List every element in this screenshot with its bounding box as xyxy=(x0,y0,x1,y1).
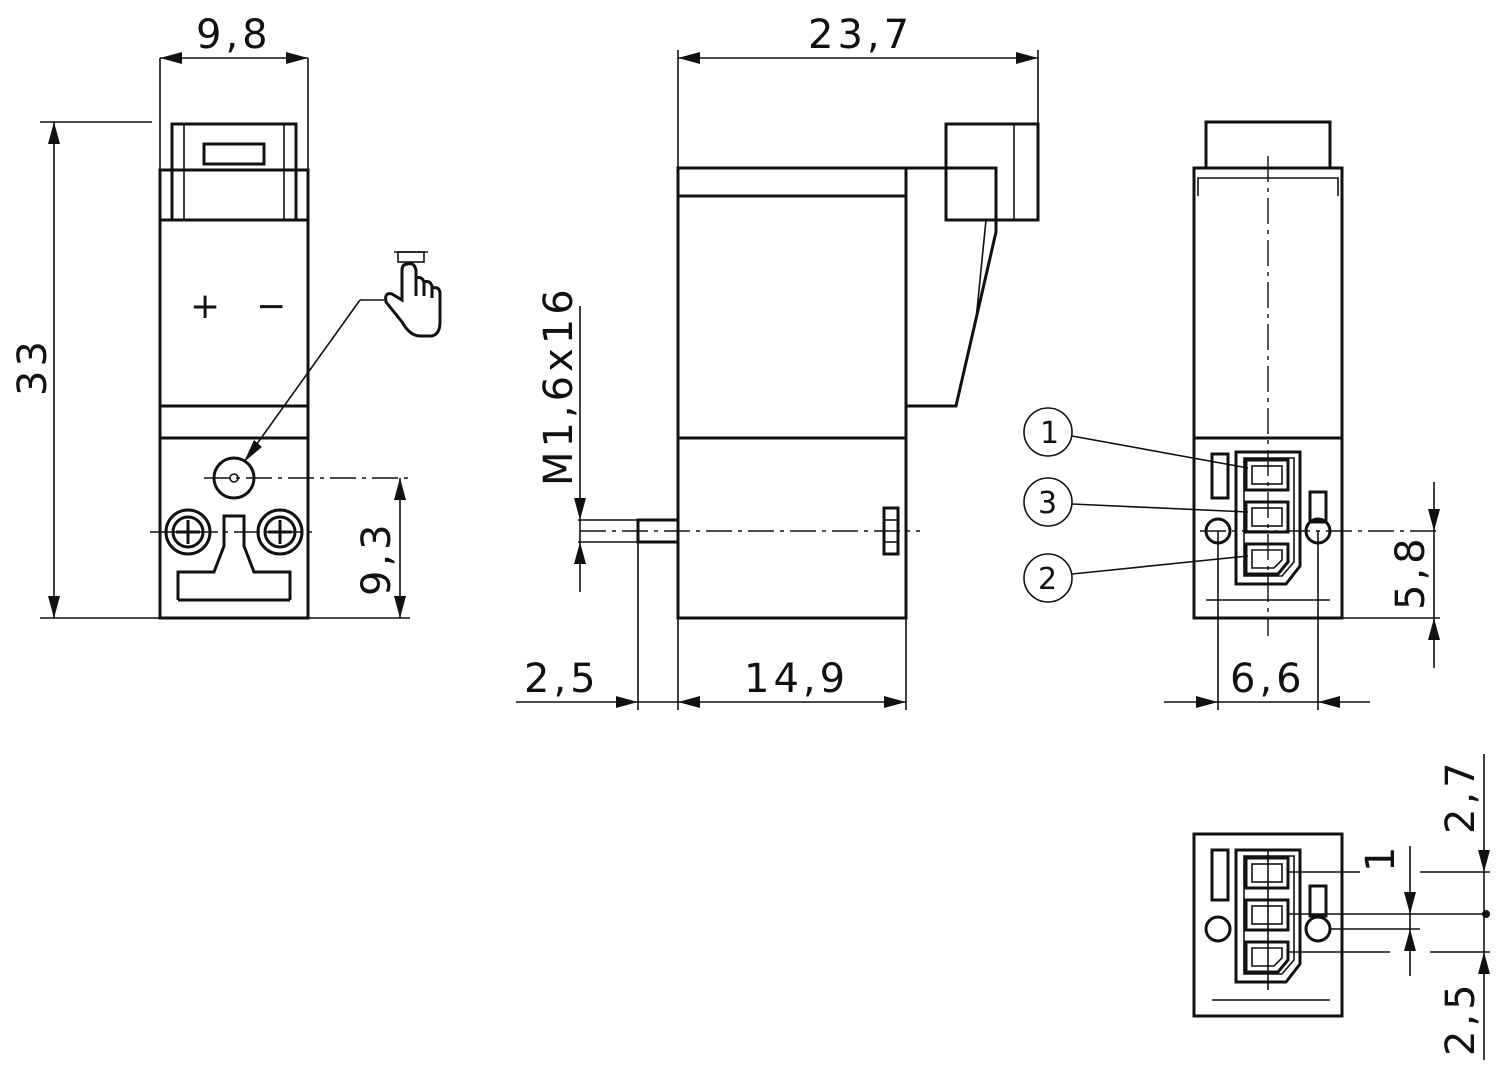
dim-pin-spacing-label: 6,6 xyxy=(1230,656,1306,702)
dim-mount-offset-label: 9,3 xyxy=(354,520,400,596)
dim-body-length-label: 14,9 xyxy=(744,656,849,702)
dim-pin-pitch-label: 1 xyxy=(1358,843,1404,872)
front-view: + − xyxy=(10,12,442,620)
side-view: 23,7 2,5 14,9 M1,6x16 xyxy=(516,12,1040,710)
minus-sign: − xyxy=(256,286,286,327)
detail-view: 1 2,7 2,5 xyxy=(1192,754,1490,1060)
dim-stem-length-label: 2,5 xyxy=(524,656,600,702)
connector-view: 1 3 2 6,6 5,8 xyxy=(1023,120,1440,710)
dim-bottom-offset-label: 2,5 xyxy=(1438,980,1484,1056)
dim-height-label: 33 xyxy=(10,337,56,396)
dim-top-offset-label: 2,7 xyxy=(1438,758,1484,834)
callout-1: 1 xyxy=(1023,407,1249,469)
dim-width-label: 9,8 xyxy=(196,12,272,58)
svg-text:3: 3 xyxy=(1038,486,1057,521)
svg-text:2: 2 xyxy=(1038,562,1057,597)
hand-press-icon xyxy=(384,251,442,338)
dim-thread-label: M1,6x16 xyxy=(536,285,582,486)
callout-3: 3 xyxy=(1023,477,1249,527)
dim-overall-length-label: 23,7 xyxy=(808,12,913,58)
plus-sign: + xyxy=(190,286,220,327)
dim-height-offset-label: 5,8 xyxy=(1388,534,1434,610)
svg-text:1: 1 xyxy=(1040,416,1059,451)
callout-2: 2 xyxy=(1023,553,1249,603)
